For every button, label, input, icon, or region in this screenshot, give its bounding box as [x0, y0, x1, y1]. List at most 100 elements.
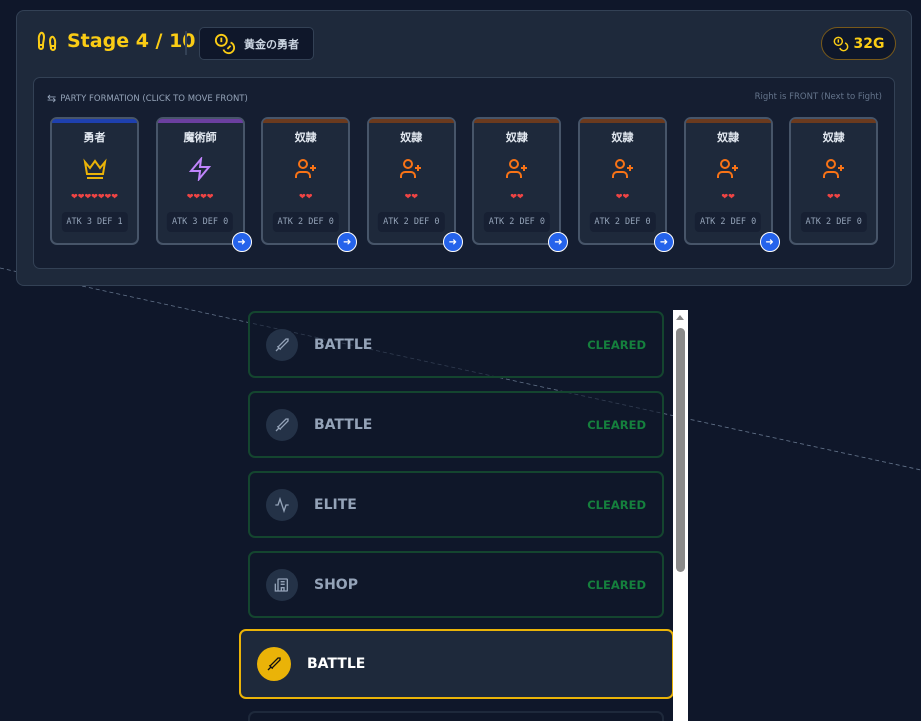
move-front-button[interactable]: ➜	[654, 232, 674, 252]
member-stats: ATK 3 DEF 0	[166, 212, 234, 232]
class-color-bar	[474, 119, 560, 123]
swap-icon: ⇆	[47, 92, 57, 105]
coins-icon	[214, 33, 235, 54]
arrow-right-icon: ➜	[765, 236, 774, 248]
member-name: 奴隷	[717, 131, 740, 144]
member-stats: ATK 2 DEF 0	[589, 212, 656, 232]
cleared-status: CLEARED	[587, 417, 646, 432]
formation-hint: Right is FRONT (Next to Fight)	[754, 92, 882, 102]
title-badge[interactable]: 黄金の勇者	[199, 27, 314, 60]
cleared-status: CLEARED	[587, 577, 646, 592]
party-member-card[interactable]: 奴隷 ❤❤ ATK 2 DEF 0 ➜	[578, 117, 674, 252]
scrollbar-thumb[interactable]	[676, 328, 685, 572]
user-plus-icon	[263, 157, 348, 181]
activity-icon	[266, 488, 298, 521]
formation-label-text: PARTY FORMATION (CLICK TO MOVE FRONT)	[60, 93, 248, 104]
move-front-button[interactable]: ➜	[442, 232, 463, 252]
title-badge-label: 黄金の勇者	[244, 37, 299, 51]
hp-hearts: ❤❤	[404, 192, 418, 201]
user-plus-icon	[791, 157, 876, 181]
scroll-up-arrow[interactable]	[676, 315, 684, 320]
user-plus-icon	[686, 157, 771, 181]
hp-hearts: ❤❤❤❤	[186, 192, 214, 201]
arrow-right-icon: ➜	[342, 236, 352, 248]
member-name: 魔術師	[183, 131, 217, 144]
stage-indicator: Stage 4 / 10	[35, 29, 196, 53]
hp-hearts: ❤❤	[298, 192, 313, 201]
party-panel: Stage 4 / 10 黄金の勇者 32G ⇆PARTY FORMATION …	[16, 10, 912, 286]
arrow-right-icon: ➜	[659, 236, 669, 248]
hp-hearts: ❤❤	[510, 192, 524, 201]
stage-node[interactable]: ELITE CLEARED	[248, 471, 664, 538]
move-front-button[interactable]: ➜	[548, 232, 569, 252]
stage-node[interactable]	[248, 711, 664, 721]
shop-icon	[266, 568, 298, 601]
class-color-bar	[580, 119, 665, 123]
member-name: 奴隷	[400, 131, 423, 144]
party-member-card[interactable]: 奴隷 ❤❤ ATK 2 DEF 0 ➜	[366, 117, 463, 252]
stage-node[interactable]: BATTLE CLEARED	[248, 311, 664, 378]
member-stats: ATK 2 DEF 0	[272, 212, 339, 232]
lightning-icon	[158, 157, 243, 181]
member-name: 奴隷	[611, 131, 634, 144]
class-color-bar	[52, 119, 137, 123]
member-stats: ATK 3 DEF 1	[61, 212, 128, 232]
move-front-button[interactable]: ➜	[337, 232, 358, 252]
gold-counter: 32G	[821, 27, 896, 60]
party-member-card[interactable]: 奴隷 ❤❤ ATK 2 DEF 0 ➜	[683, 117, 780, 252]
stage-node[interactable]: BATTLE CLEARED	[248, 391, 664, 458]
class-color-bar	[685, 119, 771, 123]
user-plus-icon	[474, 157, 559, 181]
party-member-card[interactable]: 奴隷 ❤❤ ATK 2 DEF 0 ➜	[261, 117, 358, 252]
stage-node-current[interactable]: BATTLE	[239, 629, 674, 699]
formation-label: ⇆PARTY FORMATION (CLICK TO MOVE FRONT)	[47, 92, 248, 105]
member-name: 勇者	[83, 131, 106, 144]
sword-icon	[257, 647, 291, 681]
stage-type: BATTLE	[307, 656, 366, 672]
stage-type: SHOP	[314, 576, 358, 593]
party-formation: ⇆PARTY FORMATION (CLICK TO MOVE FRONT) R…	[33, 77, 895, 269]
stage-type: BATTLE	[314, 336, 373, 353]
party-member-card[interactable]: 奴隷 ❤❤ ATK 2 DEF 0	[789, 117, 879, 245]
coins-icon	[833, 36, 848, 51]
move-front-button[interactable]: ➜	[759, 232, 780, 252]
party-member-card[interactable]: 勇者 ❤❤❤❤❤❤❤ ATK 3 DEF 1	[50, 117, 139, 245]
party-member-card[interactable]: 魔術師 ❤❤❤❤ ATK 3 DEF 0 ➜	[155, 117, 252, 252]
arrow-right-icon: ➜	[554, 236, 563, 248]
cleared-status: CLEARED	[587, 337, 646, 352]
class-color-bar	[368, 119, 454, 123]
member-stats: ATK 2 DEF 0	[483, 212, 551, 232]
sword-icon	[266, 408, 298, 441]
hp-hearts: ❤❤❤❤❤❤❤	[71, 192, 118, 201]
divider	[185, 31, 187, 55]
crown-icon	[52, 157, 137, 181]
gold-amount: 32G	[853, 35, 885, 52]
class-color-bar	[157, 119, 243, 123]
cleared-status: CLEARED	[587, 497, 646, 512]
member-stats: ATK 2 DEF 0	[694, 212, 762, 232]
sword-icon	[266, 328, 298, 361]
member-stats: ATK 2 DEF 0	[378, 212, 445, 232]
hp-hearts: ❤❤	[721, 192, 735, 201]
class-color-bar	[791, 119, 877, 123]
footsteps-icon	[37, 31, 57, 51]
member-stats: ATK 2 DEF 0	[800, 212, 867, 232]
class-color-bar	[263, 119, 349, 123]
stage-type: ELITE	[314, 496, 357, 513]
user-plus-icon	[580, 157, 665, 181]
hp-hearts: ❤❤	[826, 192, 841, 201]
user-plus-icon	[369, 157, 454, 181]
stage-label: Stage 4 / 10	[67, 30, 196, 52]
stage-list: BATTLE CLEARED BATTLE CLEARED ELITE CLEA…	[239, 310, 674, 721]
party-member-card[interactable]: 奴隷 ❤❤ ATK 2 DEF 0 ➜	[472, 117, 569, 252]
scrollbar[interactable]	[673, 310, 688, 721]
move-front-button[interactable]: ➜	[231, 232, 252, 252]
stage-type: BATTLE	[314, 416, 373, 433]
member-name: 奴隷	[505, 131, 528, 144]
hp-hearts: ❤❤	[615, 192, 630, 201]
member-name: 奴隷	[822, 131, 845, 144]
member-name: 奴隷	[294, 131, 317, 144]
arrow-right-icon: ➜	[448, 236, 457, 248]
arrow-right-icon: ➜	[237, 236, 246, 248]
stage-node[interactable]: SHOP CLEARED	[248, 551, 664, 618]
